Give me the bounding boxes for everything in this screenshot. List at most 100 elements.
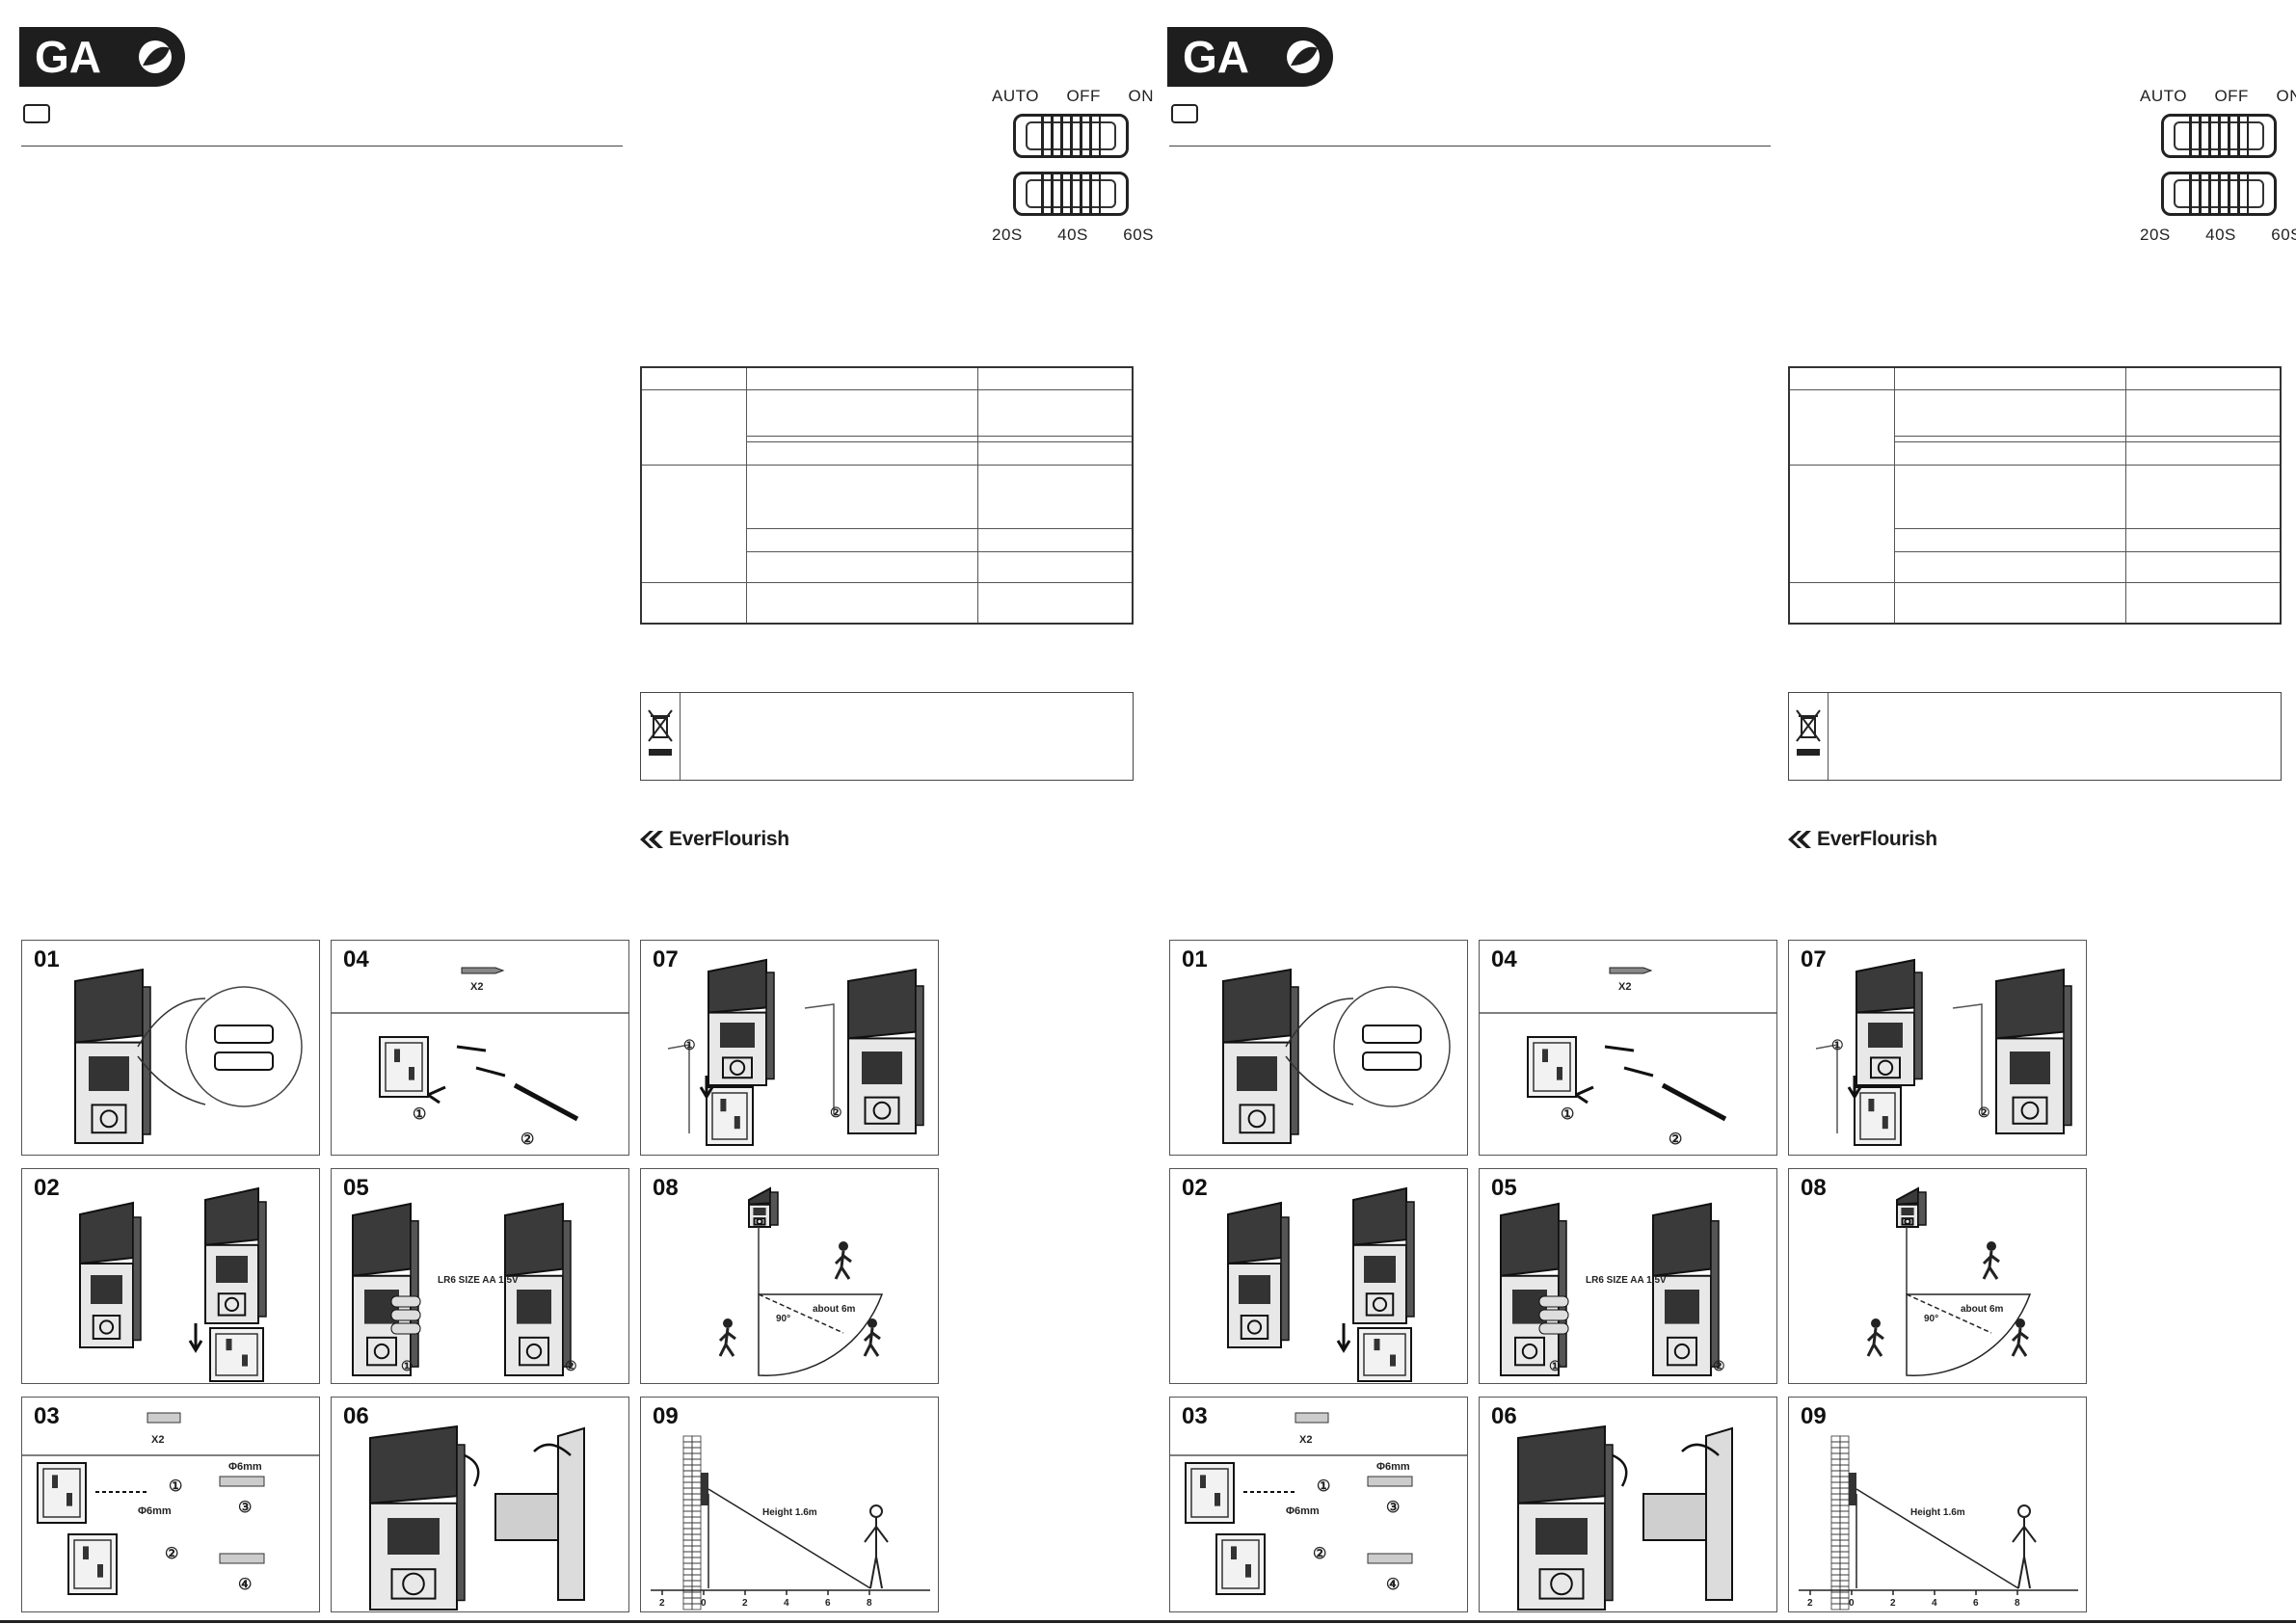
step-marker: ② (1669, 1131, 1683, 1148)
step-number: 09 (1801, 1403, 1827, 1429)
wall-bracket (37, 1462, 87, 1524)
step-marker: ③ (238, 1500, 253, 1516)
step-marker: ① (1317, 1478, 1331, 1495)
bottom-edge-rule (0, 1620, 2296, 1623)
step-panel-01: 01 (21, 940, 320, 1156)
brick-wall (1830, 1435, 1850, 1611)
down-arrow-icon (188, 1323, 203, 1353)
mounted-sensor (701, 1473, 708, 1505)
disposal-notice-box (1788, 692, 2282, 781)
step-marker: ① (401, 1358, 414, 1373)
step-marker: ② (521, 1131, 535, 1148)
timer-label: 40S (1057, 226, 1088, 244)
motion-sensor-unit (1517, 1424, 1614, 1611)
step-number: 02 (1182, 1175, 1208, 1201)
step-marker: ② (565, 1358, 577, 1373)
battery-icon (390, 1295, 421, 1308)
walking-person-icon (718, 1318, 736, 1357)
wall-bracket (1215, 1533, 1266, 1595)
step-marker: ② (1978, 1105, 1990, 1120)
motion-sensor-unit (748, 1186, 779, 1228)
detection-distance: about 6m (813, 1304, 856, 1315)
rotate-arrow-icon (464, 1453, 480, 1487)
motion-sensor-unit (1652, 1202, 1720, 1376)
brand-name: EverFlourish (1817, 828, 1937, 850)
step-marker: ③ (1386, 1500, 1401, 1516)
step-marker: ④ (1386, 1577, 1401, 1593)
mount-height-label: Height 1.6m (762, 1507, 817, 1518)
timer-slide-switch (1013, 172, 1129, 216)
timer-label: 20S (2140, 226, 2171, 244)
gao-logo: GA (1167, 27, 1333, 87)
axis-tick-label: 6 (1973, 1598, 1979, 1609)
motion-sensor-unit (1500, 1202, 1567, 1376)
mount-height-label: Height 1.6m (1910, 1507, 1965, 1518)
logo-text: GA (35, 32, 101, 82)
mode-label: ON (1128, 87, 1154, 105)
timer-label: 60S (2271, 226, 2296, 244)
wall-bracket (67, 1533, 118, 1595)
walking-person-icon (1982, 1241, 2000, 1280)
drill-hole-size: Φ6mm (138, 1505, 172, 1517)
step-marker: ② (1713, 1358, 1725, 1373)
step-number: 07 (653, 946, 679, 972)
quantity-label: X2 (470, 981, 484, 993)
motion-sensor-unit (1227, 1201, 1290, 1348)
battery-icon (390, 1322, 421, 1335)
wall-bracket (1357, 1327, 1412, 1382)
motion-sensor-unit (1222, 968, 1299, 1144)
step-panel-02: 02 (1169, 1168, 1468, 1384)
step-marker: ② (1313, 1546, 1327, 1562)
everflourish-icon (1788, 831, 1811, 848)
step-number: 02 (34, 1175, 60, 1201)
quantity-label: X2 (151, 1434, 165, 1446)
motion-sensor-unit (74, 968, 151, 1144)
wall-bracket (706, 1086, 754, 1146)
manufacturer-brand: EverFlourish (638, 825, 789, 854)
step-number: 06 (1491, 1403, 1517, 1429)
step-number: 04 (1491, 946, 1517, 972)
language-code-box (23, 104, 50, 123)
drill-hole-size: Φ6mm (228, 1461, 262, 1473)
step-marker: ① (683, 1037, 696, 1052)
step-panel-06: 06 (1479, 1397, 1777, 1612)
motion-sensor-unit (504, 1202, 572, 1376)
step-number: 03 (1182, 1403, 1208, 1429)
step-number: 08 (653, 1175, 679, 1201)
step-number: 06 (343, 1403, 369, 1429)
step-number: 05 (1491, 1175, 1517, 1201)
quantity-label: X2 (1299, 1434, 1313, 1446)
motion-sensor-unit (352, 1202, 419, 1376)
motion-sensor-unit (1352, 1186, 1415, 1324)
tilt-arrow-icon (1681, 1443, 1720, 1456)
battery-icon (1538, 1295, 1569, 1308)
step-number: 03 (34, 1403, 60, 1429)
standing-person-icon (2012, 1504, 2037, 1589)
step-marker: ② (165, 1546, 179, 1562)
battery-spec-label: LR6 SIZE AA 1.5V (438, 1275, 519, 1286)
axis-tick-label: 4 (1932, 1598, 1937, 1609)
crossed-bin-icon (1796, 709, 1821, 756)
step-marker: ① (413, 1106, 427, 1123)
wall-bracket (209, 1327, 264, 1382)
motion-sensor-unit (1995, 968, 2072, 1134)
standing-person-icon (864, 1504, 889, 1589)
motion-sensor-unit (204, 1186, 267, 1324)
motion-sensor-unit (1896, 1186, 1927, 1228)
motion-sensor-unit (369, 1424, 466, 1611)
mode-label: AUTO (992, 87, 1039, 105)
screw-icon (1609, 967, 1653, 974)
motion-sensor-unit (847, 968, 924, 1134)
